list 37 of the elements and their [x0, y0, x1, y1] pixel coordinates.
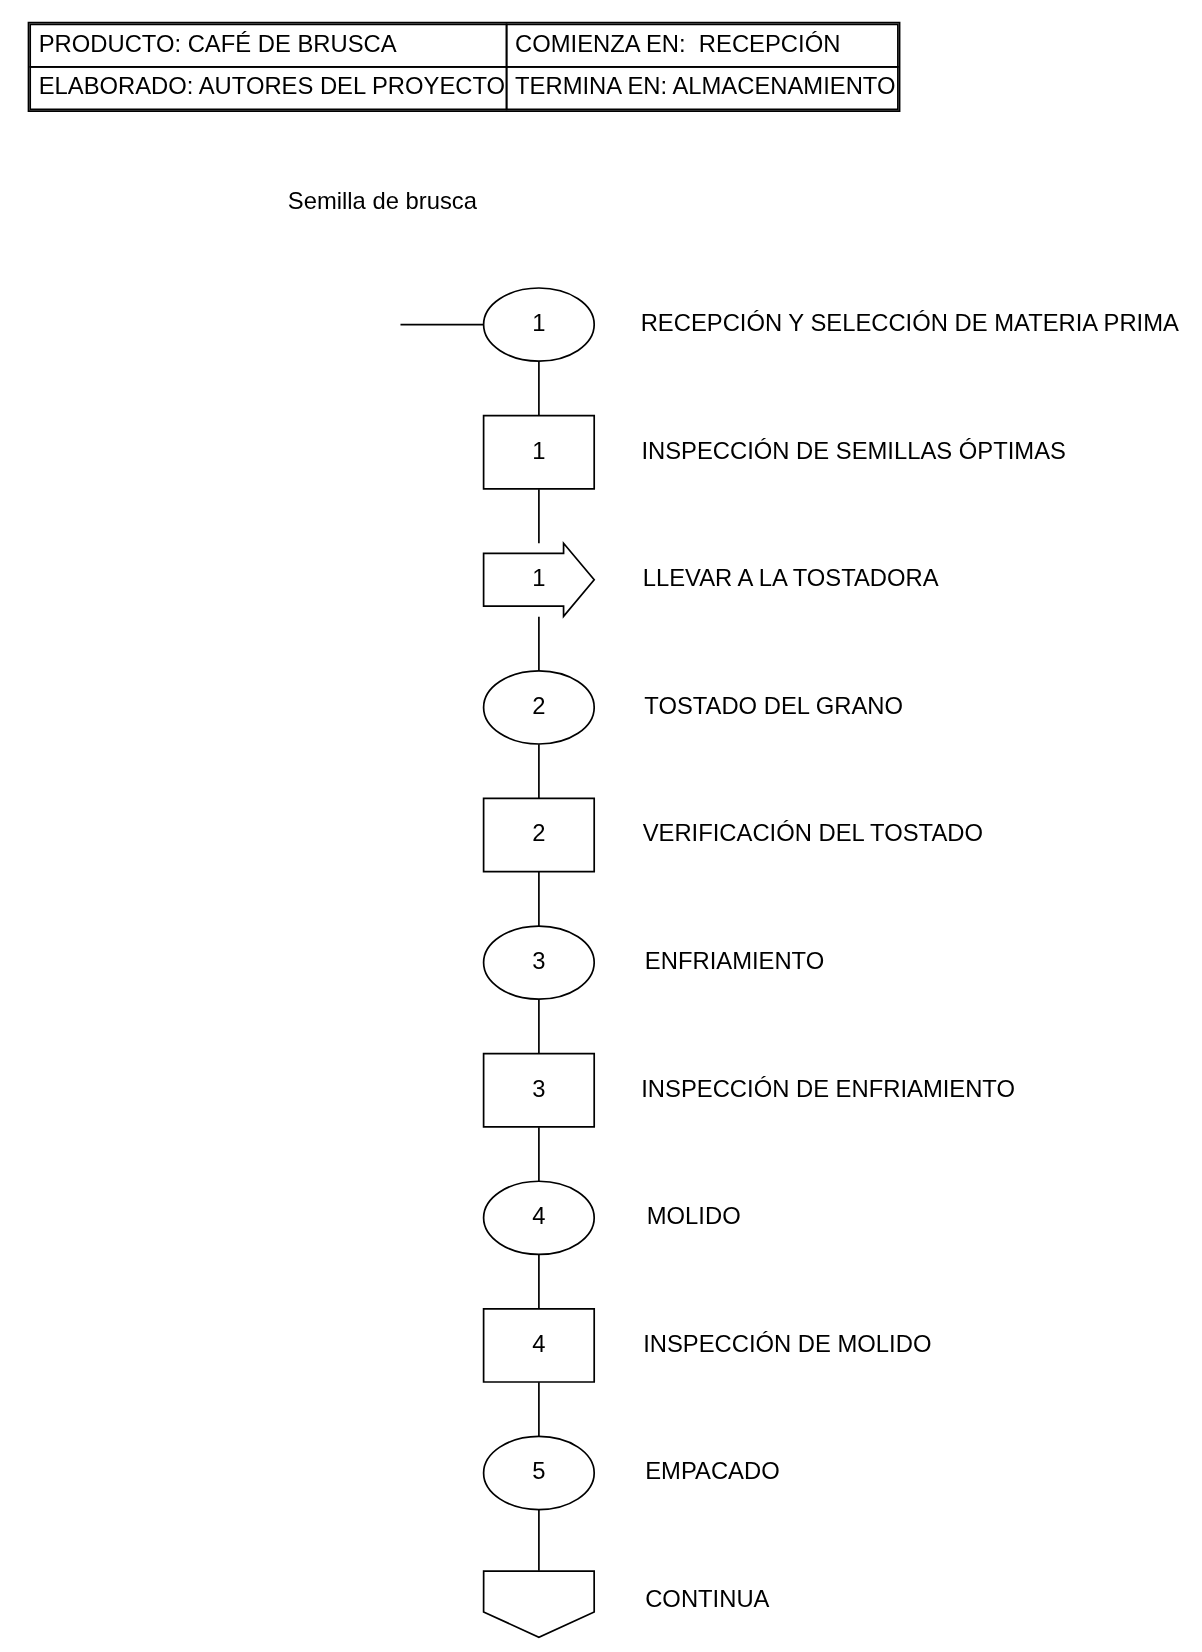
- label: TERMINA EN: ALMACENAMIENTO: [515, 71, 896, 99]
- node-label: CONTINUA: [645, 1584, 770, 1612]
- node-label: VERIFICACIÓN DEL TOSTADO: [642, 818, 983, 846]
- label: PRODUCTO: CAFÉ DE BRUSCA: [38, 29, 397, 57]
- connector: [538, 615, 540, 672]
- node-label: MOLIDO: [646, 1201, 741, 1229]
- node-label: LLEVAR A LA TOSTADORA: [642, 563, 939, 591]
- node-label: TOSTADO DEL GRANO: [644, 691, 904, 719]
- connector: [538, 1125, 540, 1182]
- node-ellipse: 1: [482, 286, 596, 362]
- label: Semilla de brusca: [287, 186, 477, 214]
- node-box: 1: [482, 414, 596, 490]
- node-label: ENFRIAMIENTO: [644, 946, 825, 974]
- connector: [399, 323, 485, 325]
- connector: [538, 360, 540, 416]
- label: ELABORADO: AUTORES DEL PROYECTO: [38, 71, 506, 99]
- node-label: INSPECCIÓN DE ENFRIAMIENTO: [641, 1074, 1016, 1101]
- label: COMIENZA EN: RECEPCIÓN: [515, 29, 841, 57]
- node-box: 2: [482, 797, 596, 872]
- node-ellipse: 4: [482, 1179, 596, 1255]
- node-ellipse: 2: [482, 669, 596, 745]
- connector: [538, 998, 540, 1054]
- connector: [538, 487, 540, 544]
- node-label: INSPECCIÓN DE SEMILLAS ÓPTIMAS: [641, 436, 1066, 463]
- connector: [538, 1253, 540, 1310]
- connector: [538, 870, 540, 927]
- connector: [538, 743, 540, 799]
- node-label: INSPECCIÓN DE MOLIDO: [643, 1329, 932, 1357]
- node-box: 3: [482, 1052, 596, 1128]
- node-pentagon: [482, 1569, 596, 1638]
- node-box: 4: [482, 1307, 596, 1383]
- connector: [538, 1508, 540, 1571]
- node-ellipse: 5: [482, 1435, 596, 1510]
- node-label: RECEPCIÓN Y SELECCIÓN DE MATERIA PRIMA: [640, 308, 1179, 336]
- node-ellipse: 3: [482, 924, 596, 1000]
- node-label: EMPACADO: [645, 1456, 780, 1484]
- connector: [538, 1381, 540, 1437]
